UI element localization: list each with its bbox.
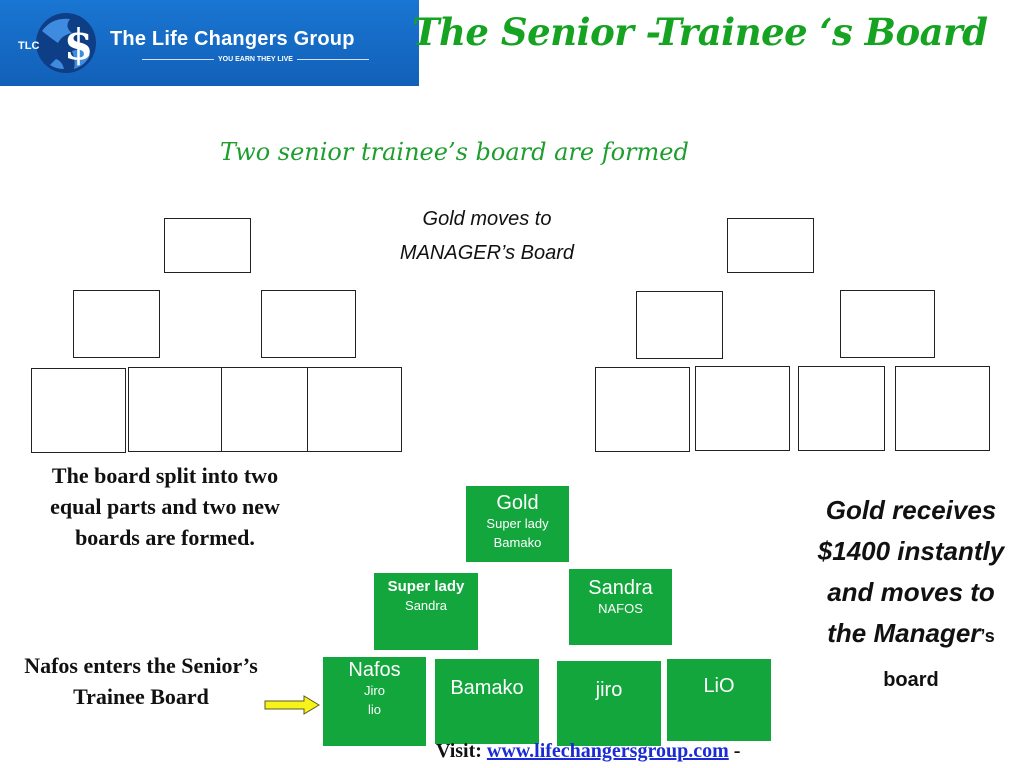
left-board-top-box (164, 218, 251, 273)
board-bottom-nafos: Nafos Jiro lio (323, 657, 426, 746)
left-board-bottom-box-1 (31, 368, 126, 453)
left-board-bottom-box-3 (221, 367, 308, 452)
arrow-right-icon (264, 695, 320, 715)
board-mid-right-line-1: NAFOS (598, 601, 643, 616)
gold-moves-line1: Gold moves to (422, 208, 552, 230)
globe-dollar-logo-icon: $ TLC (18, 13, 96, 73)
board-top-gold: Gold Super lady Bamako (466, 486, 569, 562)
right-board-bottom-box-3 (798, 366, 885, 451)
board-mid-left-name: Super lady (387, 578, 465, 595)
gold-moves-note: Gold moves to MANAGER’s Board (372, 202, 602, 270)
svg-text:TLC: TLC (18, 40, 39, 52)
logo-company-name: The Life Changers Group (110, 28, 355, 50)
board-top-line-2: Bamako (493, 535, 542, 550)
gold-receives-text: Gold receives $1400 instantly and moves … (817, 495, 1005, 648)
right-board-bottom-box-4 (895, 366, 990, 451)
footer-website-link[interactable]: www.lifechangersgroup.com (486, 740, 729, 762)
gold-receives-tail: board (883, 669, 939, 691)
logo-banner: $ TLC The Life Changers Group YOU EARN T… (0, 0, 419, 86)
board-split-note: The board split into two equal parts and… (50, 463, 280, 550)
page-title: The Senior -Trainee ‘s Board (412, 10, 988, 54)
board-bottom-nafos-line-2: lio (367, 702, 381, 717)
right-board-top-box (727, 218, 814, 273)
board-bottom-jiro: jiro (557, 661, 661, 746)
gold-receives-note: Gold receives $1400 instantly and moves … (808, 490, 1014, 701)
right-board-bottom-box-1 (595, 367, 690, 452)
board-bottom-nafos-line-1: Jiro (364, 683, 385, 698)
footer-dash: - (733, 740, 741, 762)
board-mid-left-line-1: Sandra (405, 598, 447, 613)
footer-visit: Visit: www.lifechangersgroup.com - (436, 740, 740, 763)
board-mid-right-name: Sandra (588, 577, 653, 599)
board-bottom-lio-name: LiO (703, 675, 735, 697)
board-mid-right-sandra: Sandra NAFOS (569, 569, 672, 645)
left-board-mid-right-box (261, 290, 356, 358)
logo-tagline: YOU EARN THEY LIVE (118, 56, 393, 63)
left-board-bottom-box-2 (128, 367, 223, 452)
board-top-line-1: Super lady (486, 516, 549, 531)
right-board-mid-left-box (636, 291, 723, 359)
gold-receives-suffix: ’s (980, 626, 995, 646)
board-mid-left-super-lady: Super lady Sandra (374, 573, 478, 650)
gold-moves-line2: MANAGER’s Board (399, 242, 575, 264)
left-board-mid-left-box (73, 290, 160, 358)
nafos-enters-note: Nafos enters the Senior’s Trainee Board (24, 653, 258, 709)
footer-label: Visit: (436, 740, 482, 762)
board-bottom-bamako: Bamako (435, 659, 539, 744)
board-bottom-jiro-name: jiro (595, 679, 623, 701)
board-bottom-bamako-name: Bamako (450, 677, 524, 699)
board-bottom-nafos-name: Nafos (348, 659, 401, 681)
svg-text:$: $ (64, 20, 93, 69)
left-board-bottom-box-4 (307, 367, 402, 452)
board-bottom-lio: LiO (667, 659, 771, 741)
right-board-bottom-box-2 (695, 366, 790, 451)
subtitle: Two senior trainee’s board are formed (220, 138, 689, 166)
right-board-mid-right-box (840, 290, 935, 358)
board-top-name: Gold (496, 492, 539, 514)
